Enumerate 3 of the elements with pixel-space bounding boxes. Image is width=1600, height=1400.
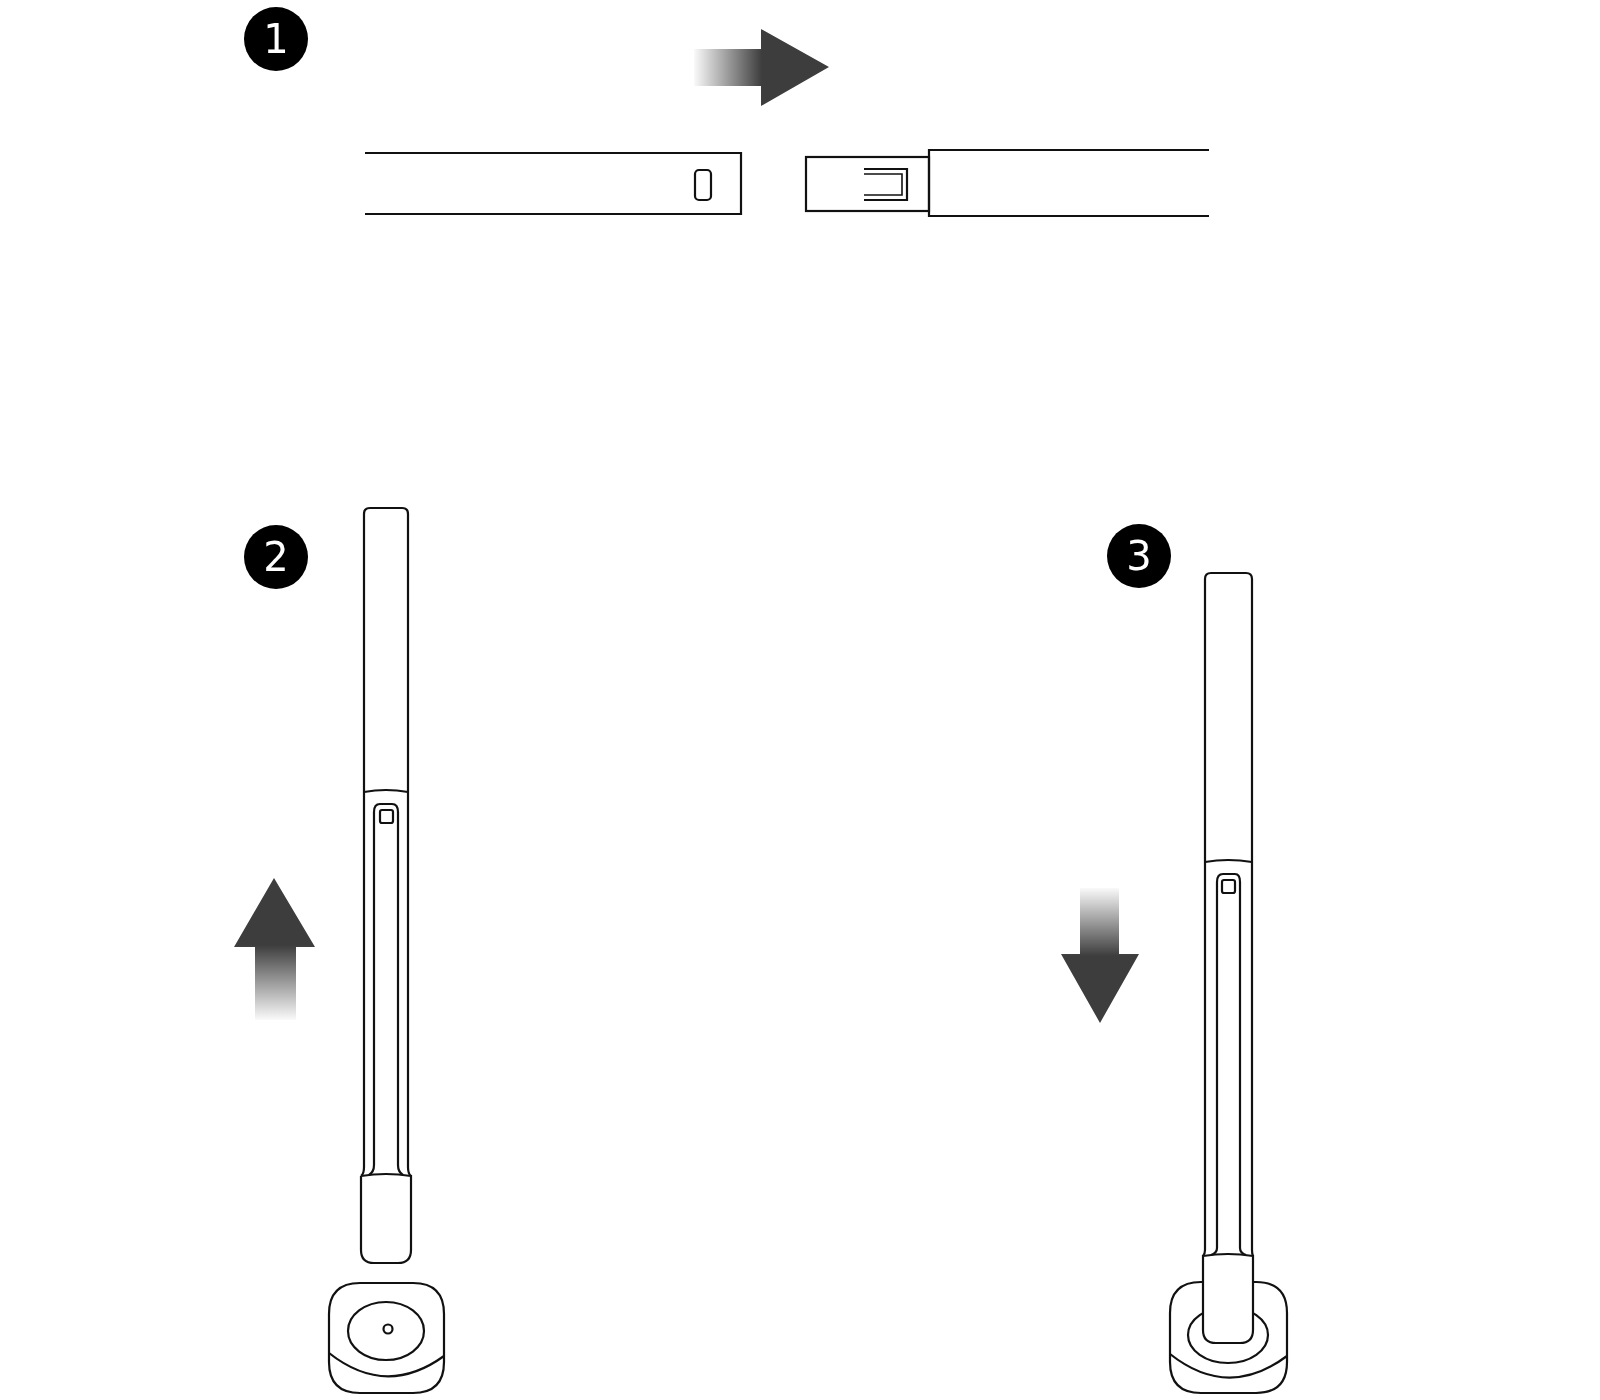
step-number-badge: 3 bbox=[1107, 524, 1171, 588]
step-number-badge: 2 bbox=[244, 525, 308, 589]
step-number-badge: 1 bbox=[244, 7, 308, 71]
